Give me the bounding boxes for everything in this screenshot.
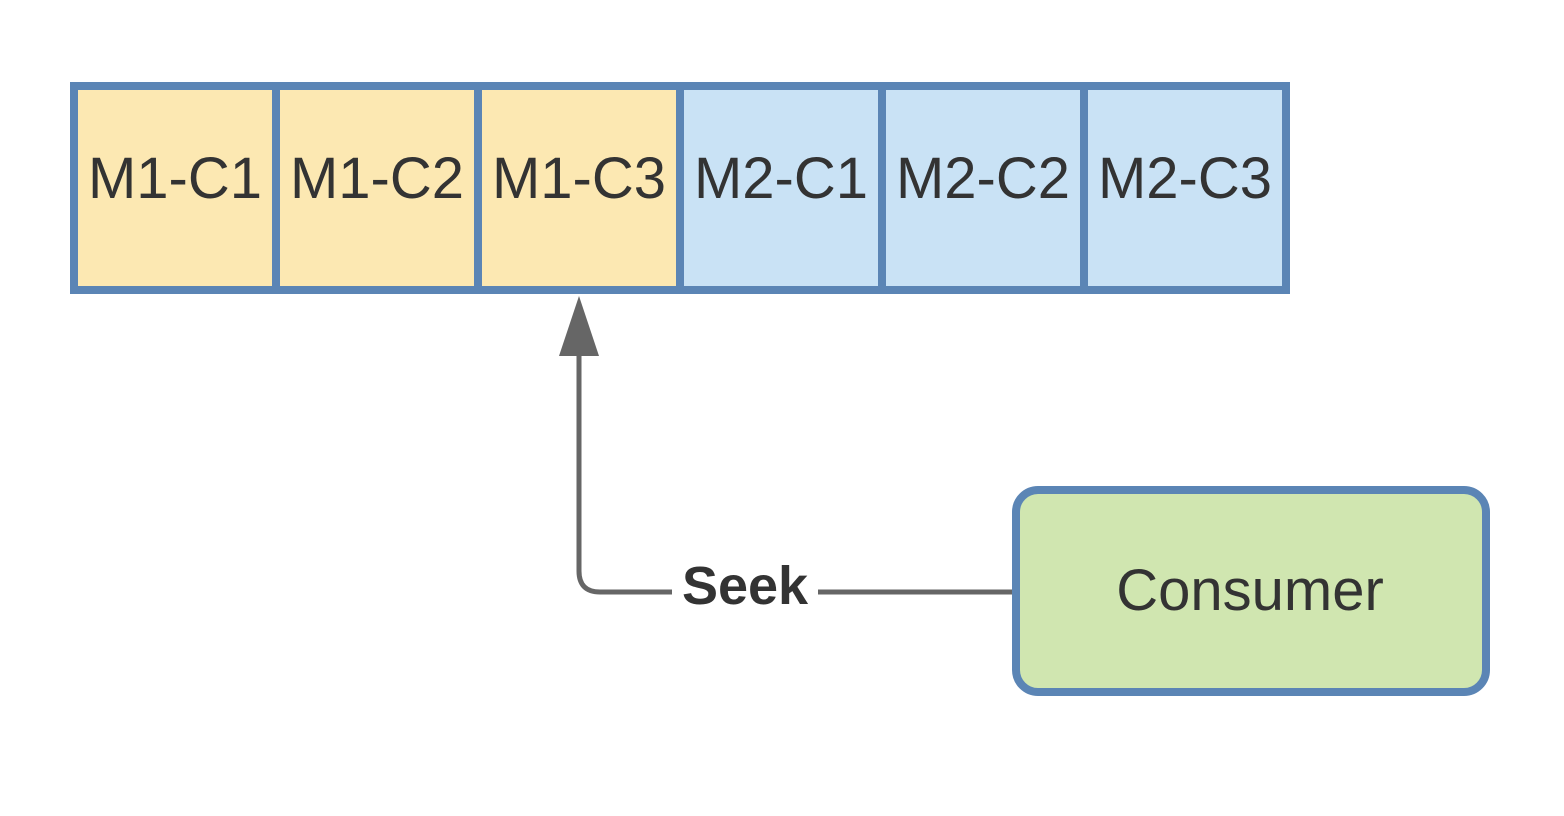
seek-connector: Seek	[559, 296, 1014, 620]
arrowhead-up-icon	[559, 296, 599, 356]
log-cell-label: M1-C3	[492, 146, 666, 211]
log-cell-box	[882, 86, 1084, 290]
seek-label: Seek	[682, 556, 809, 616]
log-cell-label: M1-C2	[290, 146, 464, 211]
log-cell-box	[276, 86, 478, 290]
log-cell-box	[1084, 86, 1286, 290]
log-cell-label: M2-C2	[896, 146, 1070, 211]
log-cell-m2-c1[interactable]: M2-C1	[680, 86, 882, 290]
log-cell-box	[74, 86, 276, 290]
seek-label-bg	[672, 554, 818, 620]
log-cell-box	[680, 86, 882, 290]
consumer-label: Consumer	[1116, 558, 1384, 623]
log-cell-m1-c1[interactable]: M1-C1	[74, 86, 276, 290]
consumer-box	[1012, 486, 1490, 696]
log-cell-label: M1-C1	[88, 146, 262, 211]
log-strip: M1-C1 M1-C2 M1-C3 M2-C1 M2-C2 M2-C3	[70, 82, 1290, 294]
log-cell-m1-c3[interactable]: M1-C3	[478, 86, 680, 290]
log-cell-label: M2-C1	[694, 146, 868, 211]
consumer-node[interactable]: Consumer	[1012, 486, 1490, 696]
log-cell-box	[478, 86, 680, 290]
log-cell-label: M2-C3	[1098, 146, 1272, 211]
log-cell-m1-c2[interactable]: M1-C2	[276, 86, 478, 290]
seek-line	[576, 356, 1014, 595]
log-cell-m2-c2[interactable]: M2-C2	[882, 86, 1084, 290]
log-cell-m2-c3[interactable]: M2-C3	[1084, 86, 1286, 290]
